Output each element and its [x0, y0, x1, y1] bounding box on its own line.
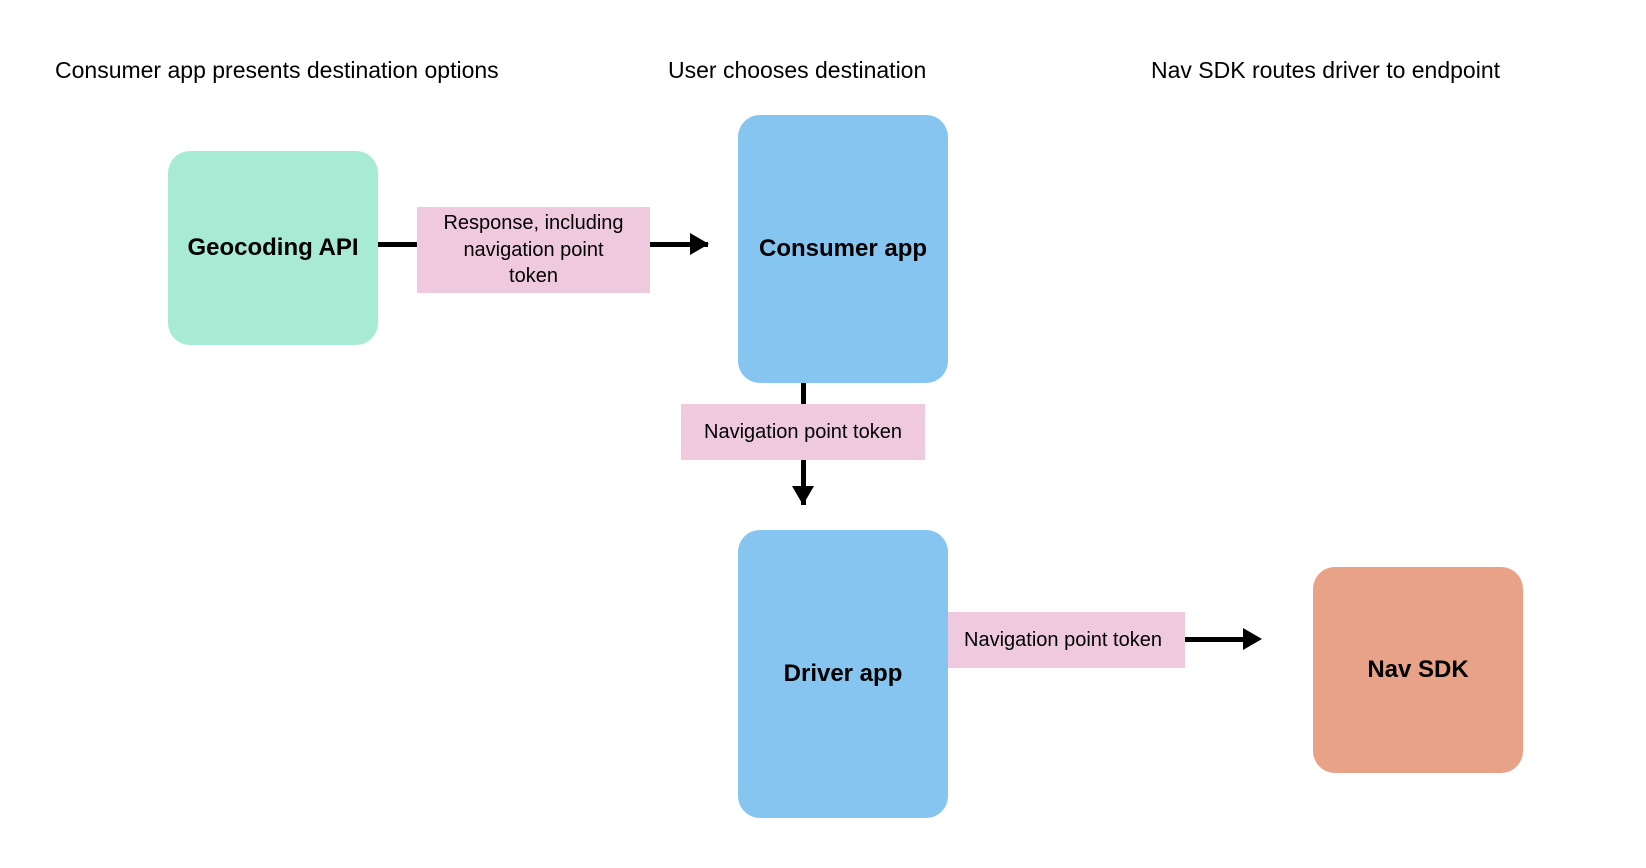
- node-consumer-app[interactable]: Consumer app: [738, 115, 948, 383]
- arrowhead-right-icon: [1243, 628, 1262, 650]
- column-header-navsdk-routes: Nav SDK routes driver to endpoint: [1151, 57, 1501, 83]
- arrowhead-right-icon: [690, 233, 709, 255]
- edge-label-line-1: Response, including: [443, 212, 624, 235]
- edge-label-nav-point-token-mid: Navigation point token: [681, 404, 925, 460]
- edge-label-line-2: navigation point: [463, 238, 604, 261]
- edge-label-nav-point-token-bottom: Navigation point token: [941, 612, 1185, 668]
- column-header-user-chooses: User chooses destination: [668, 57, 927, 83]
- node-nav-sdk[interactable]: Nav SDK: [1313, 567, 1523, 773]
- column-header-consumer-options: Consumer app presents destination option…: [55, 57, 499, 83]
- node-geocoding-api[interactable]: Geocoding API: [168, 151, 378, 345]
- node-driver-app[interactable]: Driver app: [738, 530, 948, 818]
- arrowhead-down-icon: [792, 486, 814, 505]
- edge-label-response-token-text: Response, including navigation point tok…: [443, 210, 623, 289]
- edge-label-response-token: Response, including navigation point tok…: [417, 207, 650, 293]
- edge-label-line-3: token: [509, 265, 558, 288]
